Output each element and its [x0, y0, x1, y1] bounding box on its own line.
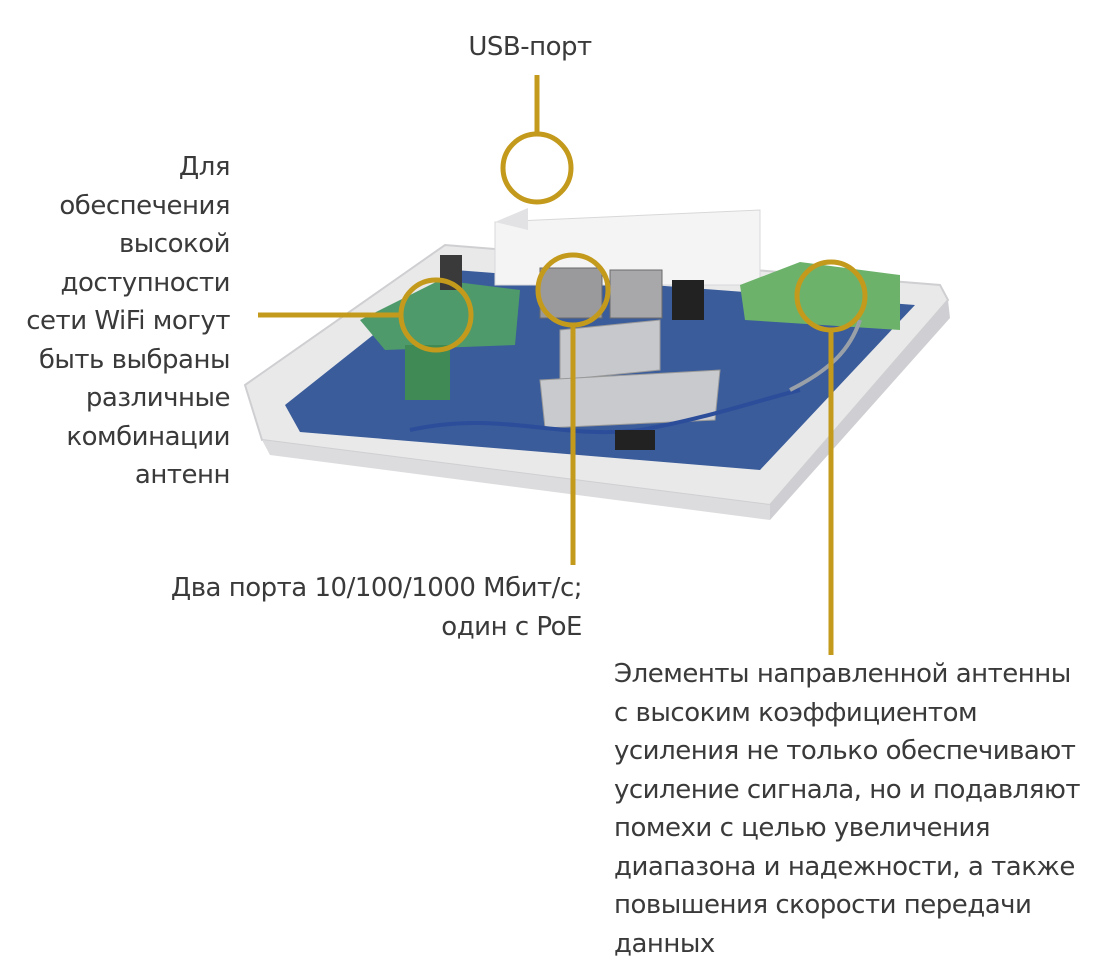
label-line: с высоким коэффициентом — [614, 697, 978, 728]
label-line: помехи с целью увеличения — [614, 813, 991, 843]
heatsink-1 — [559, 319, 661, 381]
housing-front-edge — [262, 440, 770, 520]
label-line: повышения скорости передачи — [614, 890, 1032, 920]
label-line: комбинации — [66, 421, 230, 452]
label-line: обеспечения — [59, 190, 230, 221]
antenna-cable-2 — [789, 319, 862, 392]
pin-header — [615, 430, 655, 450]
back-cover-side — [495, 208, 528, 230]
antenna-connector — [405, 345, 450, 400]
label-line: один с PoE — [441, 611, 582, 642]
label-line: диапазона и надежности, а также — [614, 851, 1075, 882]
power-jack — [672, 280, 704, 320]
housing-right-edge — [770, 300, 950, 520]
heatsink-2 — [539, 369, 721, 429]
label-line: Элементы направленной антенны — [614, 659, 1071, 689]
directional-antenna-label: Элементы направленной антенны с высоким … — [614, 655, 1080, 963]
label-line: различные — [85, 383, 231, 413]
label-line: Для — [178, 152, 231, 182]
ethernet-port-1 — [539, 267, 603, 319]
label-line: антенн — [134, 460, 231, 490]
label-line: данных — [614, 928, 715, 959]
label-line: сети WiFi могут — [26, 306, 230, 336]
antennas-callout-circle — [398, 277, 474, 353]
label-line: быть выбраны — [38, 344, 231, 375]
ethernet-port-2 — [609, 269, 663, 319]
label-line: доступности — [60, 267, 231, 298]
ethernet-ports-label: Два порта 10/100/1000 Мбит/с; один с PoE — [170, 569, 583, 646]
label-line: усиления не только обеспечивают — [614, 736, 1076, 766]
label-line: Два порта 10/100/1000 Мбит/с; — [170, 573, 583, 603]
label-line: усиление сигнала, но и подавляют — [614, 774, 1080, 805]
antenna-combinations-label: Для обеспечения высокой доступности сети… — [26, 148, 230, 495]
antenna-board-left — [360, 280, 520, 350]
usb-callout-circle — [500, 131, 574, 205]
usb-port-label: USB-порт — [430, 28, 630, 67]
label-line: высокой — [118, 229, 231, 259]
usb-port-text: USB-порт — [468, 32, 592, 62]
